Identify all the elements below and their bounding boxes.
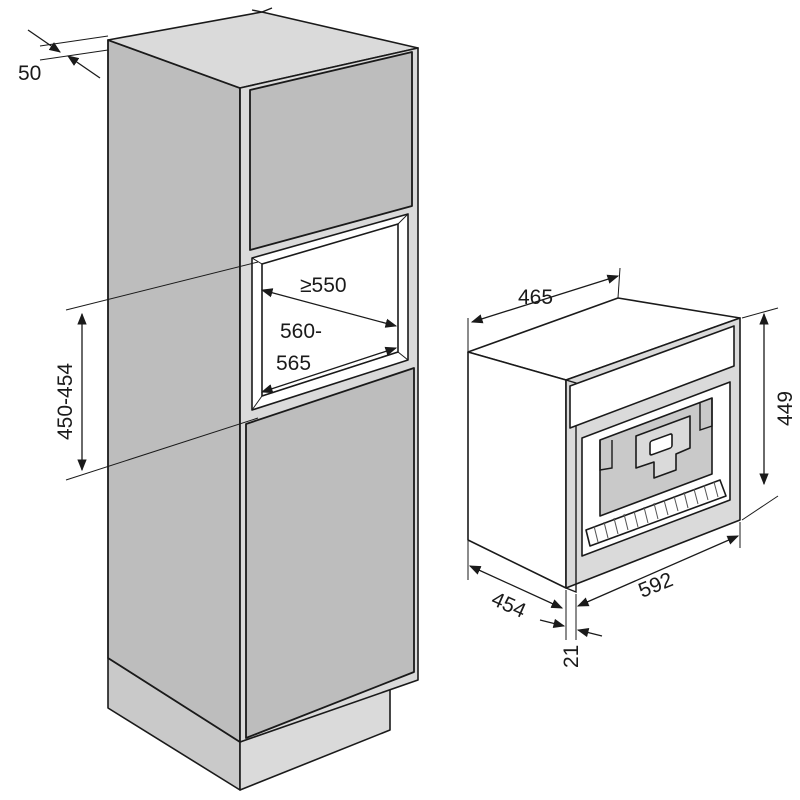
machine-body-side — [467, 351, 567, 589]
dim-label-454: 454 — [488, 588, 530, 623]
cabinet-top-edge — [251, 7, 273, 13]
cabinet-side-panel — [107, 39, 241, 743]
cabinet-lower-door — [245, 367, 415, 739]
dim-appliance-depth: 465 — [467, 267, 621, 352]
dim-label-niche-width-top: 560- — [280, 320, 322, 343]
dim-label-niche-depth: ≥550 — [300, 274, 347, 297]
dim-niche-width: 560- 565 — [260, 320, 398, 394]
dim-label-niche-width-bottom: 565 — [276, 352, 311, 375]
dim-appliance-height: 449 — [741, 307, 797, 521]
dim-label-449: 449 — [774, 391, 797, 426]
dim-front-panel-thickness: 21 — [539, 590, 603, 668]
dim-label-niche-height: 450-454 — [54, 363, 77, 440]
dim-niche-height: 450-454 — [54, 261, 259, 481]
dim-label-592: 592 — [635, 568, 676, 602]
dim-cabinet-depth-offset: 50 — [18, 29, 109, 85]
spout-nozzle — [649, 433, 673, 456]
dim-label-50: 50 — [18, 62, 41, 85]
dim-label-465: 465 — [518, 286, 553, 309]
dim-label-21: 21 — [560, 645, 583, 668]
machine-control-strip — [569, 325, 735, 429]
dim-niche-depth: ≥550 — [260, 274, 398, 328]
tall-cabinet — [107, 7, 419, 791]
coffee-machine — [467, 297, 741, 594]
